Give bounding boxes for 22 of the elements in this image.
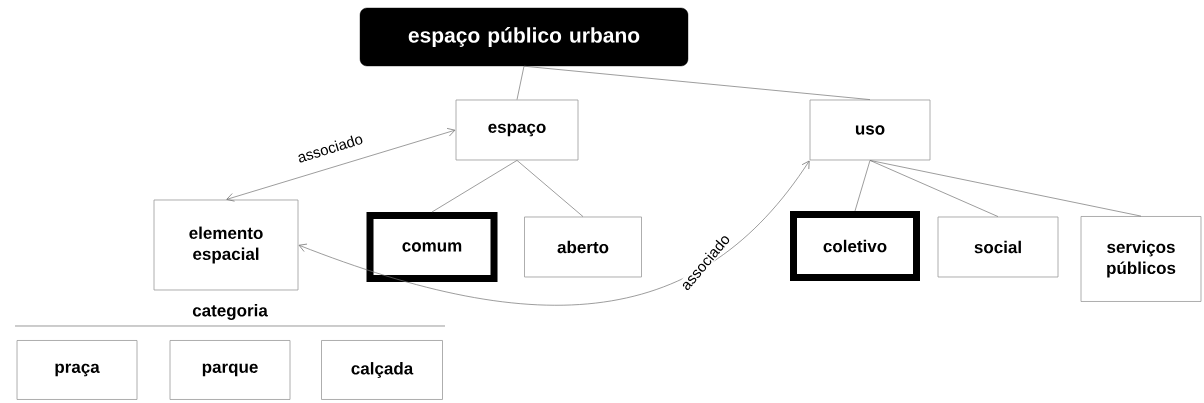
highlighted-box: comum <box>366 212 498 282</box>
connector <box>431 160 518 213</box>
concept-box: parque <box>169 340 291 400</box>
connector <box>516 65 525 100</box>
connector <box>869 160 1142 217</box>
connector <box>226 128 456 202</box>
concept-box: social <box>937 216 1059 278</box>
concept-box: aberto <box>524 216 642 278</box>
category-heading: categoria <box>192 304 268 320</box>
connector <box>869 160 999 217</box>
concept-box: elemento espacial <box>153 199 299 291</box>
highlighted-box: coletivo <box>790 211 920 281</box>
concept-box: espaço <box>455 99 579 161</box>
concept-box: calçada <box>321 340 443 400</box>
title-box: espaço público urbano <box>359 7 689 67</box>
connector <box>516 160 584 217</box>
connector <box>523 65 871 100</box>
connector <box>298 160 810 306</box>
connector <box>854 160 871 212</box>
concept-box: uso <box>809 99 931 161</box>
concept-box: serviços públicos <box>1080 216 1202 302</box>
concept-box: praça <box>16 340 138 400</box>
